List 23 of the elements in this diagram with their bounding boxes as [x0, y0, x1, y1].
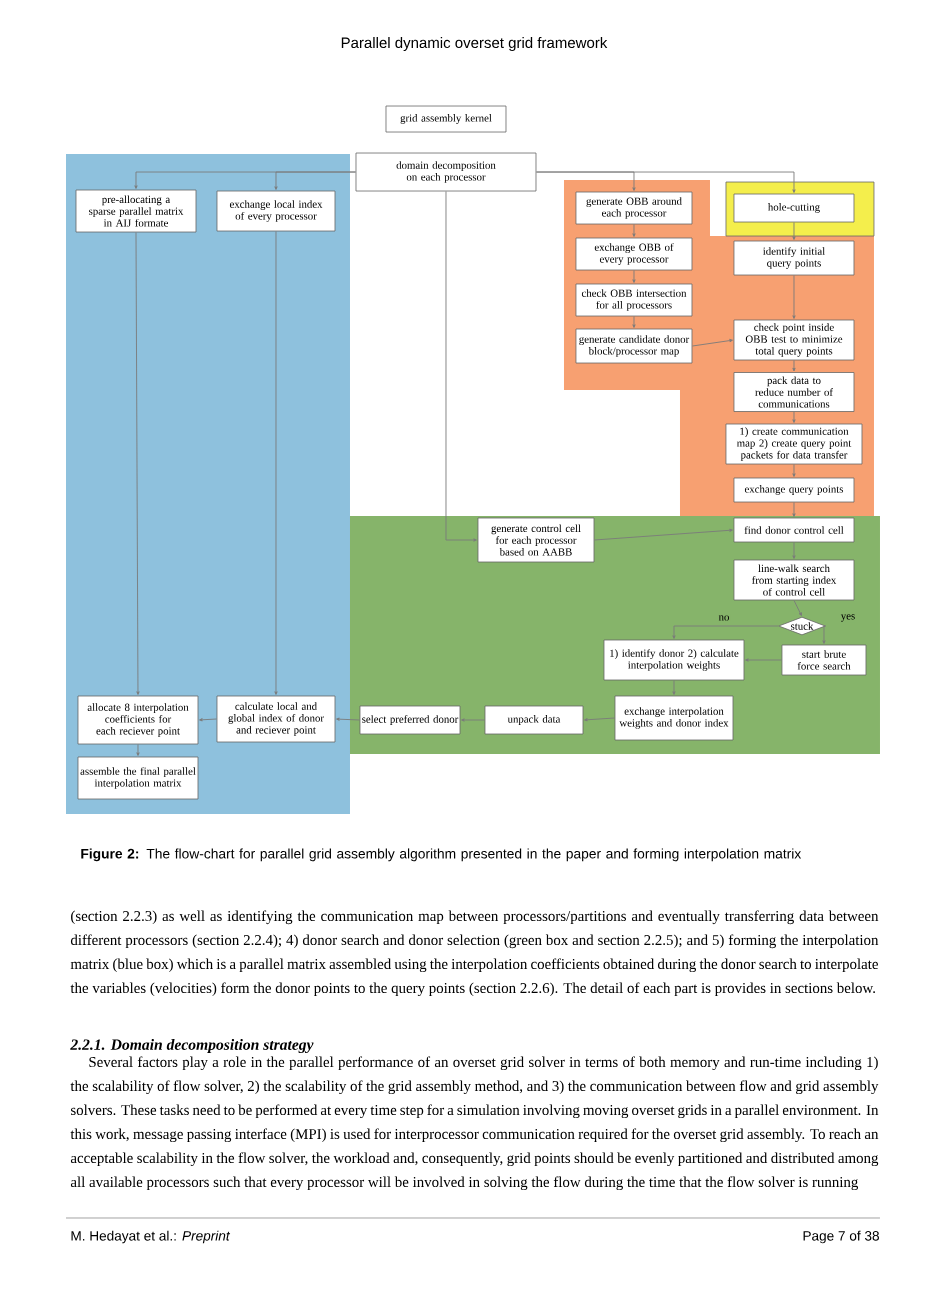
arrow	[135, 231, 140, 695]
arrow	[822, 625, 827, 644]
arrow	[632, 269, 636, 283]
arrow	[792, 411, 796, 423]
arrow	[336, 717, 361, 721]
arrow	[445, 190, 477, 542]
arrow	[632, 315, 636, 328]
arrow	[792, 463, 796, 477]
arrow	[593, 528, 733, 541]
arrow	[274, 171, 357, 190]
arrow	[792, 274, 796, 319]
arrow	[199, 718, 218, 722]
arrow	[672, 625, 779, 639]
arrow	[136, 743, 140, 756]
arrow	[584, 717, 616, 722]
arrow	[274, 230, 278, 695]
arrow	[793, 599, 802, 617]
arrow	[792, 501, 796, 517]
arrow	[535, 171, 796, 193]
arrow	[632, 223, 636, 237]
arrow	[792, 359, 796, 372]
arrow	[792, 221, 796, 240]
arrow	[691, 338, 733, 347]
